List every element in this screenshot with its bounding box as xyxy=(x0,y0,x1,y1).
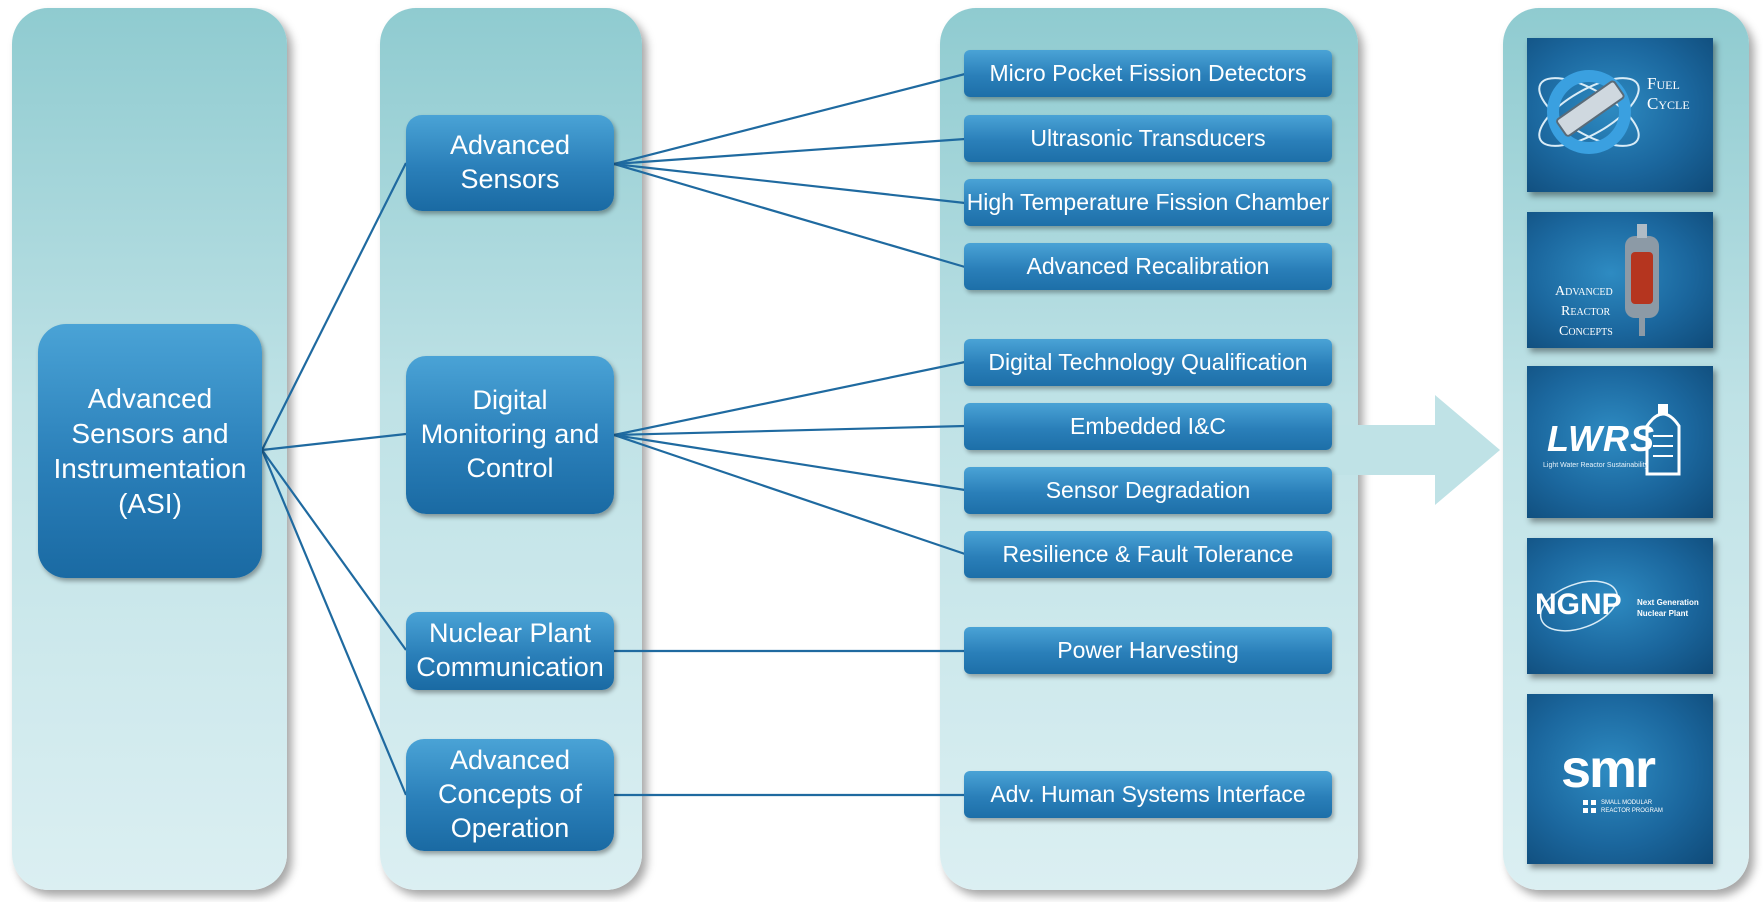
item-advanced-recalibration[interactable]: Advanced Recalibration xyxy=(964,243,1332,290)
connector-sensors-item-4 xyxy=(613,162,966,269)
smr-grid-icon xyxy=(1583,800,1596,813)
connector-root-communication xyxy=(261,449,407,651)
connector-sensors-item-1 xyxy=(613,72,966,166)
item-sensor-degradation[interactable]: Sensor Degradation xyxy=(964,467,1332,514)
connector-sensors-item-2 xyxy=(613,137,966,166)
arc-label-line-2: Reactor xyxy=(1561,304,1611,319)
ngnp-logo[interactable]: NGNP Next Generation Nuclear Plant xyxy=(1527,538,1713,674)
arc-label-line-1: Advanced xyxy=(1555,284,1613,299)
smr-subtitle-line-1: SMALL MODULAR xyxy=(1601,800,1653,806)
item-high-temperature-fission-chamber[interactable]: High Temperature Fission Chamber xyxy=(964,179,1332,226)
fuel-cycle-emblem-icon xyxy=(1538,70,1640,154)
item-embedded-ic[interactable]: Embedded I&C xyxy=(964,403,1332,450)
connector-digital-item-7 xyxy=(613,433,966,492)
smr-subtitle-line-2: REACTOR PROGRAM xyxy=(1601,808,1663,814)
item-resilience-fault-tolerance[interactable]: Resilience & Fault Tolerance xyxy=(964,531,1332,578)
connector-sensors-item-3 xyxy=(613,162,966,205)
fuel-cycle-logo[interactable]: Fuel Cycle xyxy=(1527,38,1713,192)
item-ultrasonic-transducers[interactable]: Ultrasonic Transducers xyxy=(964,115,1332,162)
reactor-vessel-icon xyxy=(1625,224,1659,336)
lwrs-logo[interactable]: LWRS Light Water Reactor Sustainability xyxy=(1527,366,1713,518)
connector-digital-item-5 xyxy=(613,360,966,437)
lwrs-subtitle: Light Water Reactor Sustainability xyxy=(1543,462,1649,469)
connector-digital-item-6 xyxy=(613,424,966,437)
connector-root-digital xyxy=(261,432,407,452)
fuel-cycle-label: Fuel Cycle xyxy=(1647,74,1690,113)
connector-digital-item-8 xyxy=(613,433,966,556)
connector-root-sensors xyxy=(261,162,407,451)
arrow-to-programs xyxy=(1330,395,1500,505)
item-adv-human-systems-interface[interactable]: Adv. Human Systems Interface xyxy=(964,771,1332,818)
ngnp-subtitle-line-2: Nuclear Plant xyxy=(1637,609,1689,618)
ngnp-label: NGNP xyxy=(1535,588,1622,621)
item-power-harvesting[interactable]: Power Harvesting xyxy=(964,627,1332,674)
containment-building-icon xyxy=(1645,404,1681,476)
category-advanced-sensors[interactable]: Advanced Sensors xyxy=(406,115,614,211)
category-digital-monitoring[interactable]: Digital Monitoring and Control xyxy=(406,356,614,514)
item-digital-technology-qualification[interactable]: Digital Technology Qualification xyxy=(964,339,1332,386)
arc-label-line-3: Concepts xyxy=(1559,324,1613,339)
smr-logo[interactable]: smr SMALL MODULAR REACTOR PROGRAM xyxy=(1527,694,1713,864)
category-nuclear-plant-communication[interactable]: Nuclear Plant Communication xyxy=(406,612,614,690)
smr-label: smr xyxy=(1561,739,1656,799)
advanced-reactor-concepts-logo[interactable]: Advanced Reactor Concepts xyxy=(1527,212,1713,348)
root-node-asi[interactable]: Advanced Sensors and Instrumentation (AS… xyxy=(38,324,262,578)
ngnp-subtitle-line-1: Next Generation xyxy=(1637,598,1699,607)
category-advanced-concepts[interactable]: Advanced Concepts of Operation xyxy=(406,739,614,851)
item-micro-pocket-fission-detectors[interactable]: Micro Pocket Fission Detectors xyxy=(964,50,1332,97)
lwrs-label: LWRS xyxy=(1547,418,1655,459)
connector-root-concepts xyxy=(260,449,408,796)
ngnp-orbit-icon xyxy=(1539,580,1619,632)
